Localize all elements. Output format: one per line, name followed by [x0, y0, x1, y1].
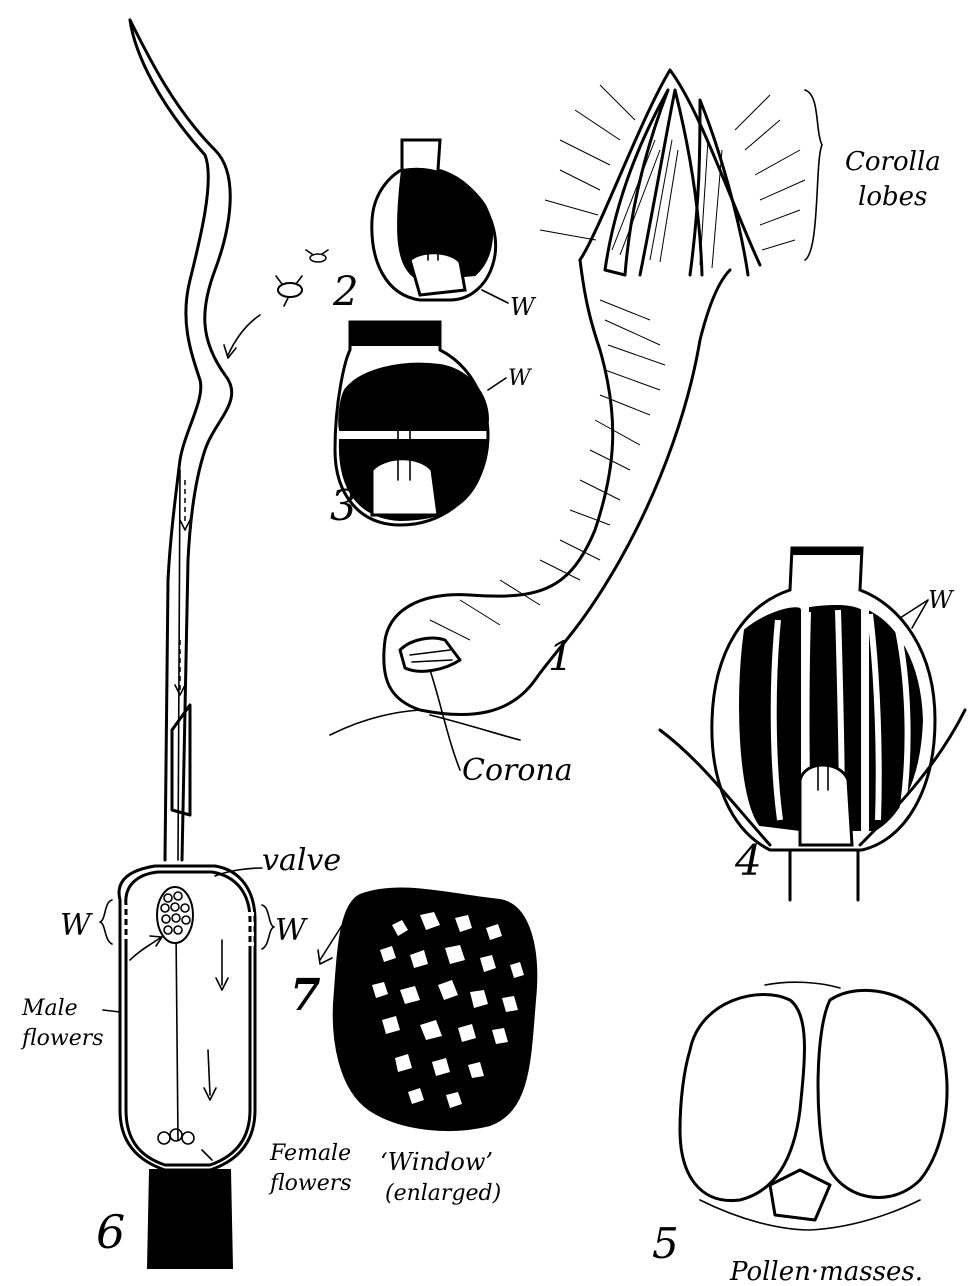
figure-7-window — [318, 889, 536, 1130]
male-flower-cluster — [157, 887, 193, 943]
figure-number-7: 7 — [290, 970, 321, 1021]
figure-number-2: 2 — [332, 269, 358, 315]
label-female-line2: flowers — [268, 1171, 352, 1196]
insect-icon — [276, 250, 328, 306]
corona — [400, 638, 460, 671]
figure-number-3: 3 — [330, 481, 357, 530]
label-corolla-line2: lobes — [858, 182, 927, 212]
figure-2-flower — [372, 140, 508, 303]
label-w-fig6-left: W — [60, 908, 93, 943]
label-male-line2: flowers — [20, 1026, 104, 1051]
label-valve: valve — [262, 843, 341, 878]
label-corolla-line1: Corolla — [845, 147, 941, 177]
label-corona: Corona — [462, 753, 573, 788]
label-w-fig4: W — [928, 586, 955, 614]
label-w-fig2: W — [510, 293, 537, 321]
figure-number-1: 1 — [548, 634, 573, 680]
figure-number-4: 4 — [734, 836, 762, 885]
figure-number-5: 5 — [652, 1219, 679, 1268]
label-w-fig6-right: W — [275, 913, 308, 948]
figure-4-flower — [660, 548, 965, 900]
label-w-fig3: W — [508, 366, 533, 391]
label-pollen-masses: Pollen·masses. — [729, 1257, 923, 1286]
figure-5-pollen — [680, 982, 947, 1230]
label-window-line2: (enlarged) — [385, 1181, 501, 1206]
label-window-line1: ‘Window’ — [380, 1148, 493, 1176]
figure-3-flower — [335, 322, 506, 525]
figure-number-6: 6 — [96, 1205, 125, 1259]
corolla-lobes — [605, 90, 748, 275]
label-female-line1: Female — [269, 1141, 351, 1166]
label-male-line1: Male — [21, 996, 78, 1021]
figure-6-spathe — [100, 20, 328, 1268]
